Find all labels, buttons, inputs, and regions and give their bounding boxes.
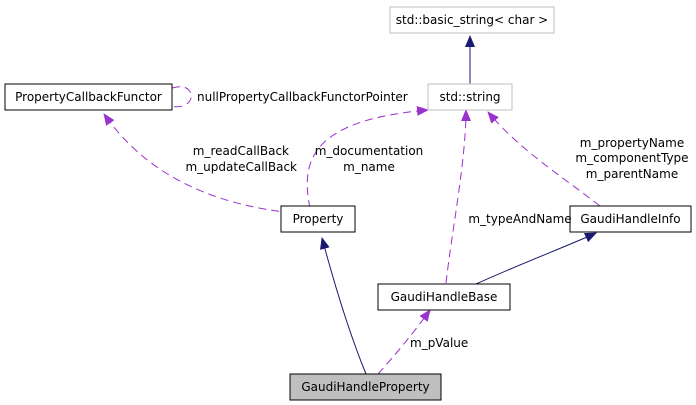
node-string[interactable]: std::string [427, 83, 513, 111]
node-label: Property [293, 212, 344, 226]
node-property[interactable]: Property [280, 205, 356, 233]
label-parent-name: m_parentName [586, 167, 678, 181]
edge-null-ptr-self-loop [153, 86, 192, 108]
label-read-callback: m_readCallBack [193, 144, 289, 158]
edge-handle-property-to-property [320, 237, 367, 375]
label-component-type: m_componentType [575, 151, 688, 165]
edge-property-to-callback-functor [103, 113, 293, 214]
label-documentation: m_documentation [315, 144, 424, 158]
label-update-callback: m_updateCallBack [185, 160, 297, 174]
node-handle-property[interactable]: GaudiHandleProperty [289, 373, 442, 401]
edge-handle-base-to-string [445, 109, 471, 284]
label-type-and-name: m_typeAndName [468, 212, 571, 226]
label-null-ptr: nullPropertyCallbackFunctorPointer [197, 90, 408, 104]
usage-edges [103, 86, 601, 375]
edge-labels: nullPropertyCallbackFunctorPointer m_rea… [185, 90, 688, 350]
edge-handle-info-to-string [487, 111, 601, 207]
node-basic-string[interactable]: std::basic_string< char > [389, 6, 555, 34]
node-label: std::basic_string< char > [396, 13, 549, 27]
node-label: GaudiHandleProperty [301, 380, 429, 394]
edge-handle-property-to-handle-base [377, 309, 431, 375]
edge-handle-base-to-handle-info [475, 232, 597, 285]
node-label: std::string [439, 90, 500, 104]
node-callback-functor[interactable]: PropertyCallbackFunctor [4, 83, 173, 111]
node-label: PropertyCallbackFunctor [15, 90, 162, 104]
edge-property-to-string [306, 105, 429, 209]
label-property-name: m_propertyName [580, 136, 684, 150]
label-name: m_name [343, 160, 395, 174]
node-handle-base[interactable]: GaudiHandleBase [377, 283, 511, 311]
inheritance-edges [320, 35, 597, 375]
node-handle-info[interactable]: GaudiHandleInfo [569, 205, 692, 233]
node-label: GaudiHandleInfo [580, 212, 680, 226]
label-p-value: m_pValue [410, 336, 468, 350]
node-label: GaudiHandleBase [391, 290, 498, 304]
